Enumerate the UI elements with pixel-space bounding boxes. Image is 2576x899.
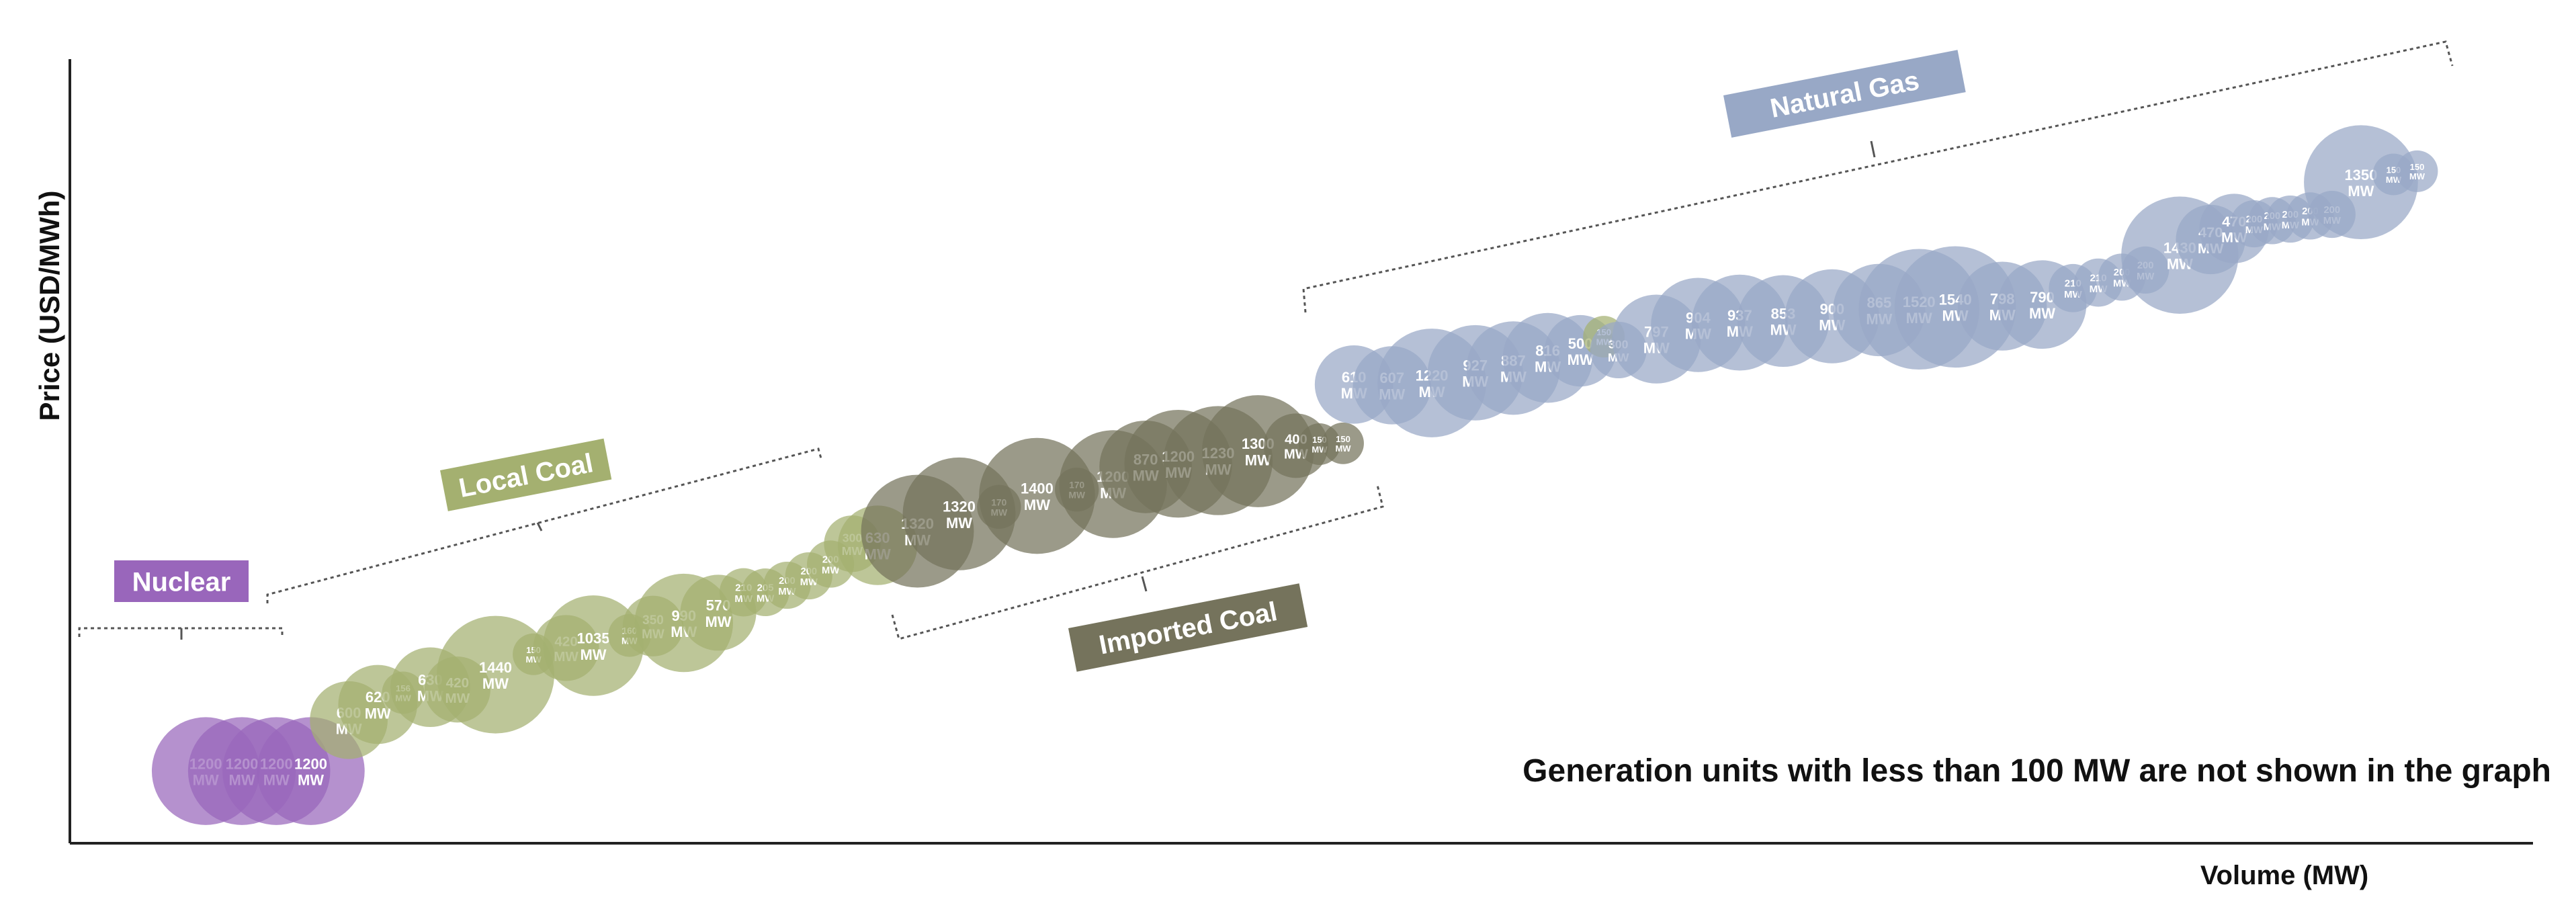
y-axis-label: Price (USD/MWh): [34, 190, 65, 421]
group-tag-box: [1068, 583, 1308, 672]
group-tag: Nuclear: [114, 560, 249, 602]
group-tag-label: Nuclear: [132, 567, 231, 597]
x-axis-label: Volume (MW): [2200, 861, 2368, 890]
group-tag: Natural Gas: [1723, 50, 1966, 138]
bubble: [1322, 422, 1364, 464]
group-tag-box: [1723, 50, 1966, 138]
group-brackets: [78, 40, 2454, 640]
group-bracket: [891, 484, 1384, 640]
group-tag-box: [114, 560, 249, 602]
bubble-layer: 1200MW1200MW1200MW1200MW600MW620MW156MW6…: [151, 125, 2438, 825]
group-bracket: [1302, 40, 2454, 313]
bracket-tip: [1870, 140, 1876, 158]
group-tag-box: [440, 438, 612, 511]
bubble: [2396, 150, 2438, 192]
chart-note: Generation units with less than 100 MW a…: [1522, 753, 2551, 789]
bracket-tip: [1141, 576, 1148, 592]
bubble: [2304, 125, 2418, 240]
bracket-tip: [536, 522, 543, 531]
group-tag: Local Coal: [440, 438, 612, 511]
group-tag: Imported Coal: [1068, 583, 1308, 672]
